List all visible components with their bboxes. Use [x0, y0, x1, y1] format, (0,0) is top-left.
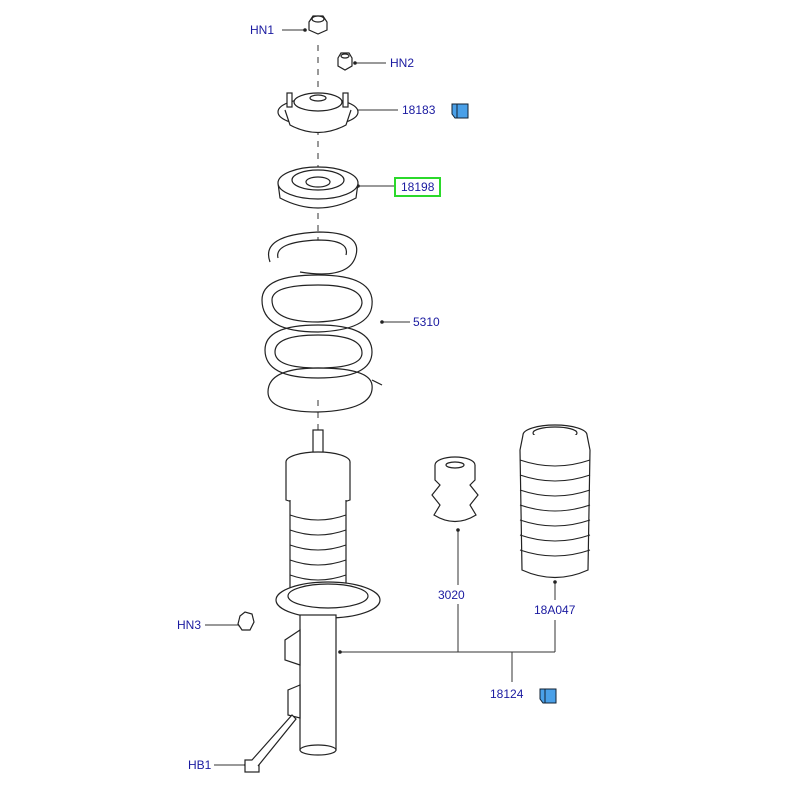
- bump-stop-3020[interactable]: [431, 456, 479, 523]
- label-hn1[interactable]: HN1: [250, 23, 275, 37]
- label-18198-selected[interactable]: 18198: [394, 177, 442, 197]
- top-mount-18183[interactable]: [277, 92, 359, 134]
- book-info-icon[interactable]: [539, 688, 557, 704]
- leader-lines: [205, 28, 557, 767]
- nut-hn2[interactable]: [337, 52, 353, 71]
- label-hb1[interactable]: HB1: [188, 758, 212, 772]
- label-18183[interactable]: 18183: [402, 103, 436, 117]
- book-info-icon[interactable]: [451, 103, 469, 119]
- label-5310[interactable]: 5310: [413, 315, 440, 329]
- label-3020[interactable]: 3020: [438, 588, 465, 602]
- bolt-hb1[interactable]: [244, 714, 297, 773]
- bearing-18198[interactable]: [277, 166, 359, 209]
- dust-boot-18A047[interactable]: [519, 424, 591, 579]
- coil-spring-5310[interactable]: [261, 231, 383, 413]
- label-18124[interactable]: 18124: [490, 687, 524, 701]
- label-18A047[interactable]: 18A047: [534, 603, 576, 617]
- label-hn3[interactable]: HN3: [177, 618, 202, 632]
- label-hn2[interactable]: HN2: [390, 56, 415, 70]
- strut-18124[interactable]: [275, 429, 381, 756]
- nut-hn1[interactable]: [308, 15, 328, 35]
- nut-hn3[interactable]: [237, 611, 255, 631]
